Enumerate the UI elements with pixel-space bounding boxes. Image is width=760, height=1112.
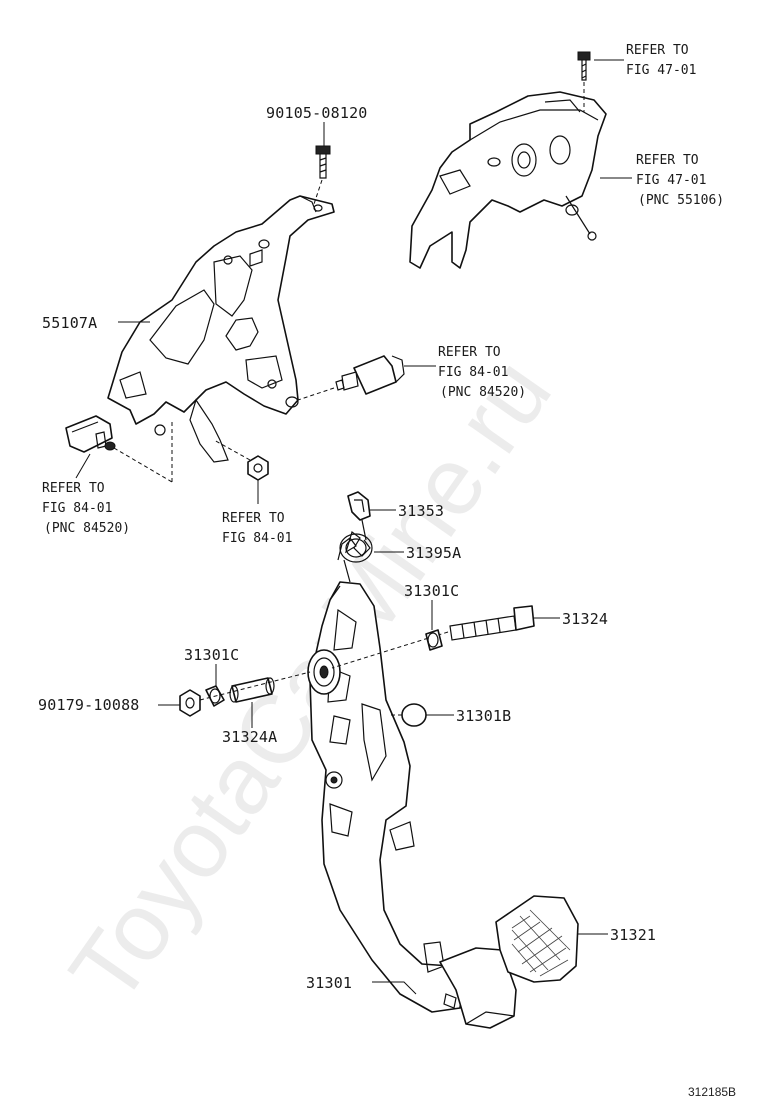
ref-master-line1: REFER TO (636, 153, 699, 168)
label-31395a: 31395A (406, 544, 461, 562)
left-switch (65, 415, 173, 483)
pedal-bracket (107, 195, 335, 463)
label-31321: 31321 (610, 926, 656, 944)
ref-master-line3: (PNC 55106) (638, 193, 724, 208)
label-31324a: 31324A (222, 728, 277, 746)
pedal-pad-31321 (495, 895, 579, 983)
left-axis-line (199, 671, 311, 701)
bracket-bolt (313, 145, 331, 205)
nut-90179 (179, 689, 201, 717)
pedal-pad-base (439, 947, 517, 1029)
ref-left-line2: FIG 84-01 (42, 501, 112, 516)
label-55107a: 55107A (42, 314, 97, 332)
ref-switch-line2: FIG 84-01 (438, 365, 508, 380)
left-switch-leader (75, 453, 91, 479)
ref-switch-line3: (PNC 84520) (440, 385, 526, 400)
label-31301c-left: 31301C (184, 646, 239, 664)
ref-left-line1: REFER TO (42, 481, 105, 496)
ref-switch-line1: REFER TO (438, 345, 501, 360)
ref-top-bolt-line2: FIG 47-01 (626, 63, 696, 78)
clip-31353 (347, 491, 371, 521)
ref-nut-line2: FIG 84-01 (222, 531, 292, 546)
bracket-nut (213, 439, 269, 481)
label-31301: 31301 (306, 974, 352, 992)
label-31324: 31324 (562, 610, 608, 628)
top-bolt (577, 51, 591, 112)
master-cylinder-bracket (409, 91, 607, 269)
ref-top-bolt-line1: REFER TO (626, 43, 689, 58)
diagram-id: 312185B (688, 1085, 736, 1099)
bushing-31301c-right (425, 629, 443, 651)
pedal-31301-leader (372, 981, 417, 995)
pivot-bolt-31324 (449, 605, 535, 641)
spring-31395a (337, 519, 373, 583)
label-90179-10088: 90179-10088 (38, 696, 140, 714)
label-31301b: 31301B (456, 707, 511, 725)
ref-master-line2: FIG 47-01 (636, 173, 706, 188)
stop-lamp-switch (297, 355, 405, 401)
ref-left-line3: (PNC 84520) (44, 521, 130, 536)
label-90105-08120: 90105-08120 (266, 104, 368, 122)
label-31301c-right: 31301C (404, 582, 459, 600)
ref-nut-line1: REFER TO (222, 511, 285, 526)
pivot-axis-line (331, 631, 449, 669)
label-31353: 31353 (398, 502, 444, 520)
